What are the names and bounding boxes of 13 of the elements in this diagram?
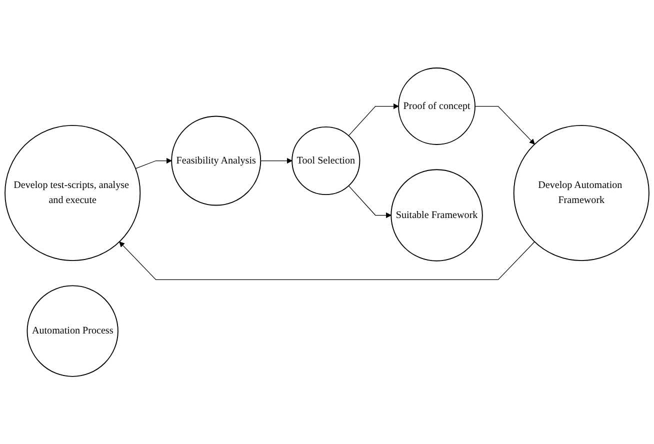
- node-circle: Develop Automation Framework: [513, 124, 650, 261]
- arrow: [119, 241, 535, 280]
- arrow: [348, 185, 392, 218]
- node-circle: Suitable Framework: [390, 168, 483, 262]
- node-circle: Proof of concept: [398, 67, 476, 145]
- node-circle: Feasibility Analysis: [171, 116, 262, 206]
- node-circle: Tool Selection: [292, 126, 360, 195]
- arrow: [474, 106, 535, 144]
- arrow: [260, 158, 292, 164]
- arrow: [348, 103, 399, 136]
- arrow: [135, 158, 172, 169]
- node-circle: Automation Process: [26, 285, 118, 377]
- node-circle: Develop test-scripts, analyse and execute: [4, 124, 141, 261]
